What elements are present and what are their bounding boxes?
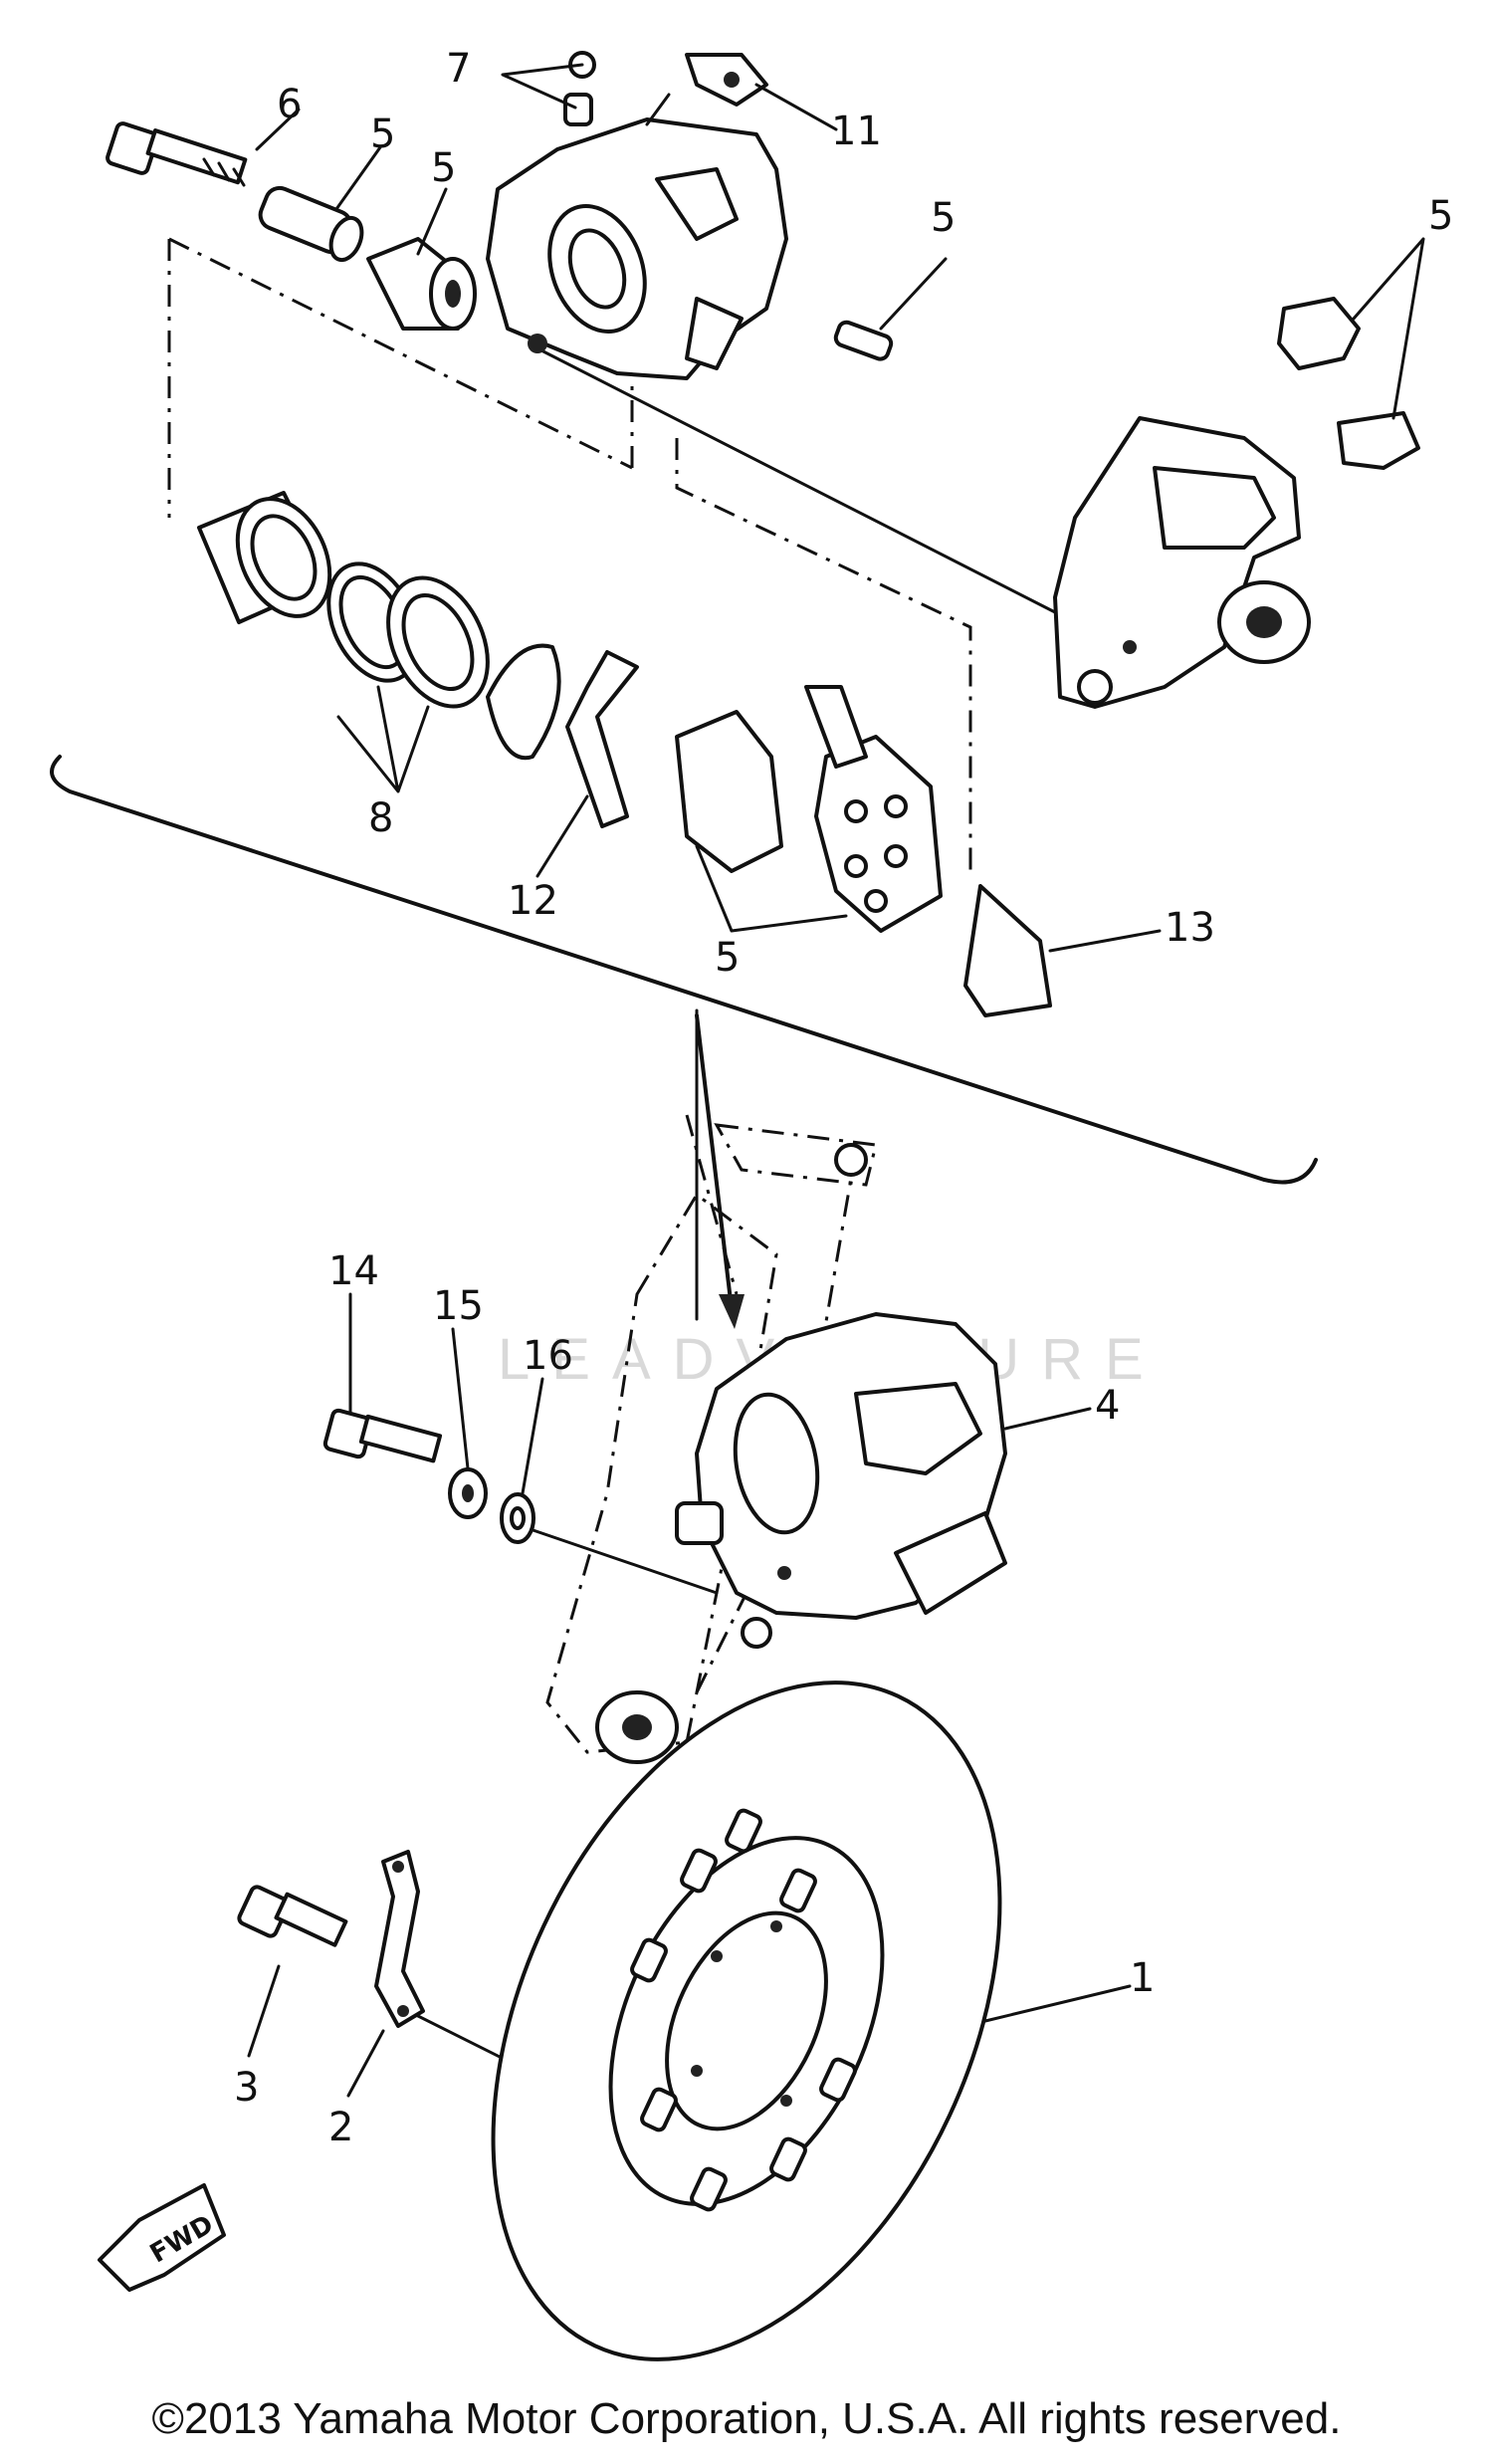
callout-5c: 5 [715,935,740,981]
part-11-clip [685,53,768,107]
part-2-lock-plate [374,1850,425,2028]
callout-5a: 5 [931,195,956,241]
part-15-washer [448,1467,488,1519]
callout-3: 3 [234,2065,259,2111]
callout-8: 6 [277,82,302,127]
exploded-view-bracket [50,755,1318,1185]
callout-12: 12 [508,878,558,924]
copyright-text: ©2013 Yamaha Motor Corporation, U.S.A. A… [151,2394,1342,2443]
callout-15: 15 [433,1283,484,1329]
callout-5b: 5 [1428,193,1453,239]
callout-13: 13 [1165,905,1215,951]
callout-6: 5 [431,145,456,191]
callout-14: 14 [328,1248,379,1294]
part-10-seals [326,561,561,761]
callout-labels: 6 5 5 7 11 5 5 8 12 5 13 4 14 15 16 1 3 … [234,46,1453,2150]
part-9-bleed-screw [563,51,596,126]
callout-9: 7 [446,46,471,92]
part-5-brake-pads [675,685,943,933]
assembly-arrow [695,1013,745,1329]
part-4-caliper-assembly [675,1312,1007,1649]
part-3-bolt [237,1885,348,1947]
caliper-body-exploded [486,117,788,380]
part-14-bolt [322,1408,443,1463]
part-12-shim [565,650,639,828]
callout-10: 8 [368,795,393,841]
callout-16: 16 [523,1333,573,1379]
callout-1: 1 [1130,1955,1155,2001]
callout-7: 5 [370,112,395,157]
caliper-support-bracket [1053,416,1311,709]
part-5-pin [833,320,894,361]
part-1-brake-disc [491,1680,1002,2361]
part-8-bolt [106,121,248,187]
callout-4: 4 [1095,1383,1120,1429]
part-5-pad-clips [1277,297,1420,470]
part-7-sleeve [258,185,364,263]
leader-lines [247,63,1425,2098]
torque-arm [545,1123,878,1764]
part-6-boot [366,237,477,331]
callout-2: 2 [328,2105,353,2150]
part-13-spring [963,884,1052,1017]
callout-11: 11 [831,109,882,154]
fwd-arrow-icon: FWD [98,2183,226,2292]
part-piston [197,491,332,624]
part-16-washer [500,1492,535,1544]
